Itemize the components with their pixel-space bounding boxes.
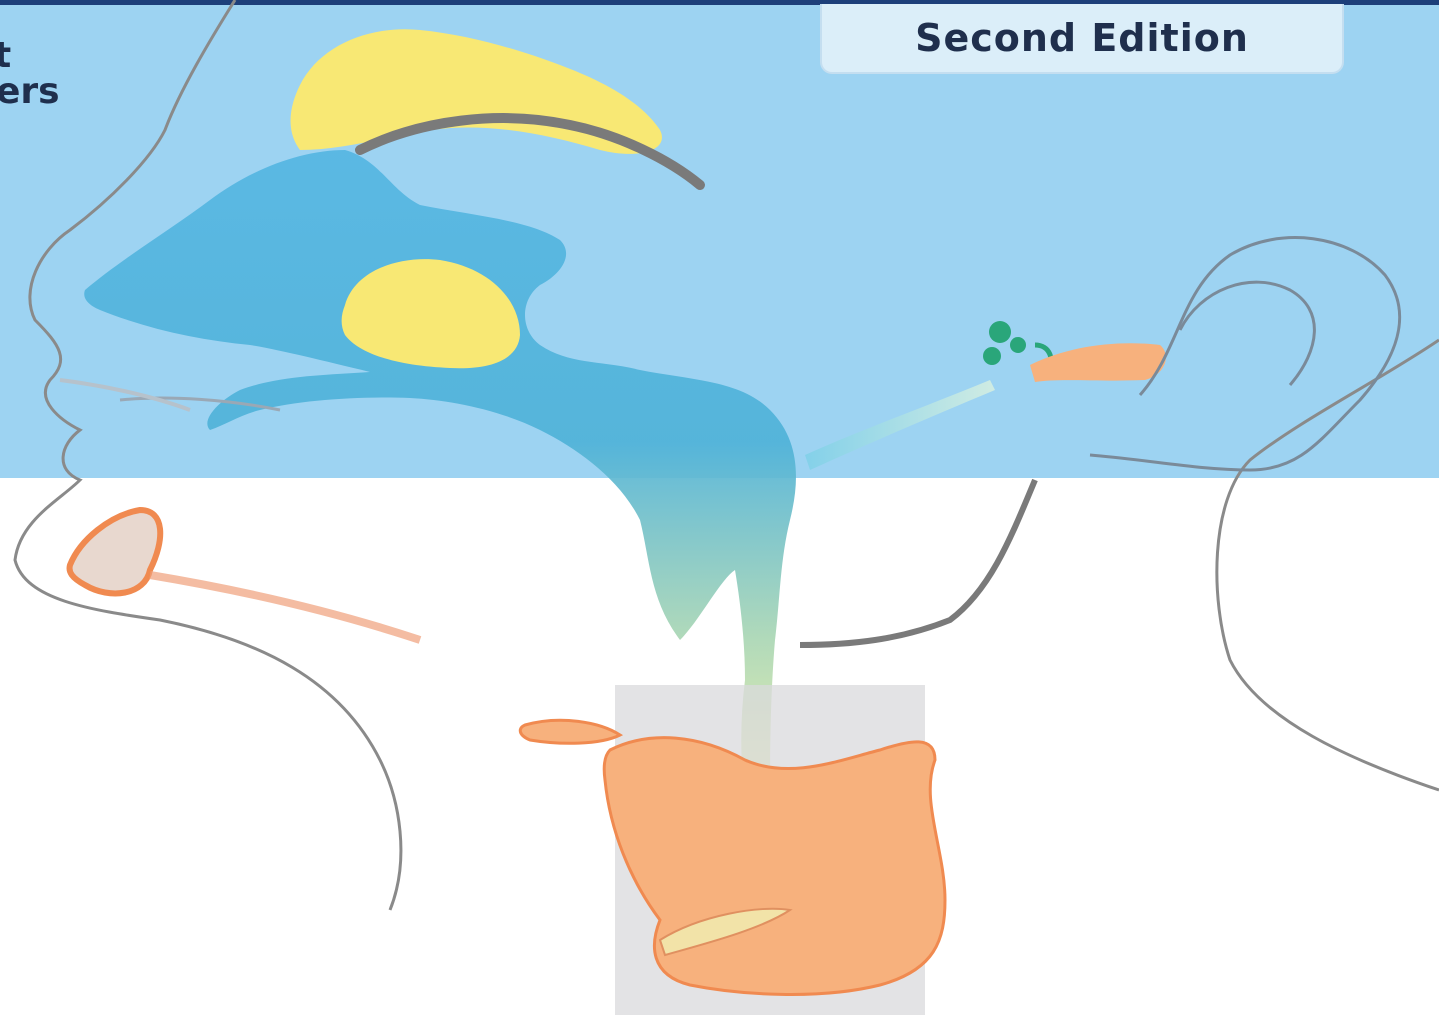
lip-line	[60, 380, 190, 410]
hyoid-bone	[70, 510, 161, 593]
ear-canal	[1030, 343, 1166, 382]
back-of-neck-outline	[1217, 340, 1439, 790]
edition-label: Second Edition	[915, 16, 1249, 60]
edition-badge: Second Edition	[820, 4, 1344, 74]
inner-ear-fold	[1180, 282, 1314, 385]
title-fragment-2: ers	[0, 74, 60, 110]
title-fragment-1: t	[0, 38, 11, 74]
thyroid-cartilage	[604, 738, 945, 995]
hyoid-muscle	[150, 575, 420, 640]
eustachian-tube	[805, 380, 995, 470]
jaw-line	[800, 480, 1035, 645]
epiglottis	[520, 720, 620, 743]
